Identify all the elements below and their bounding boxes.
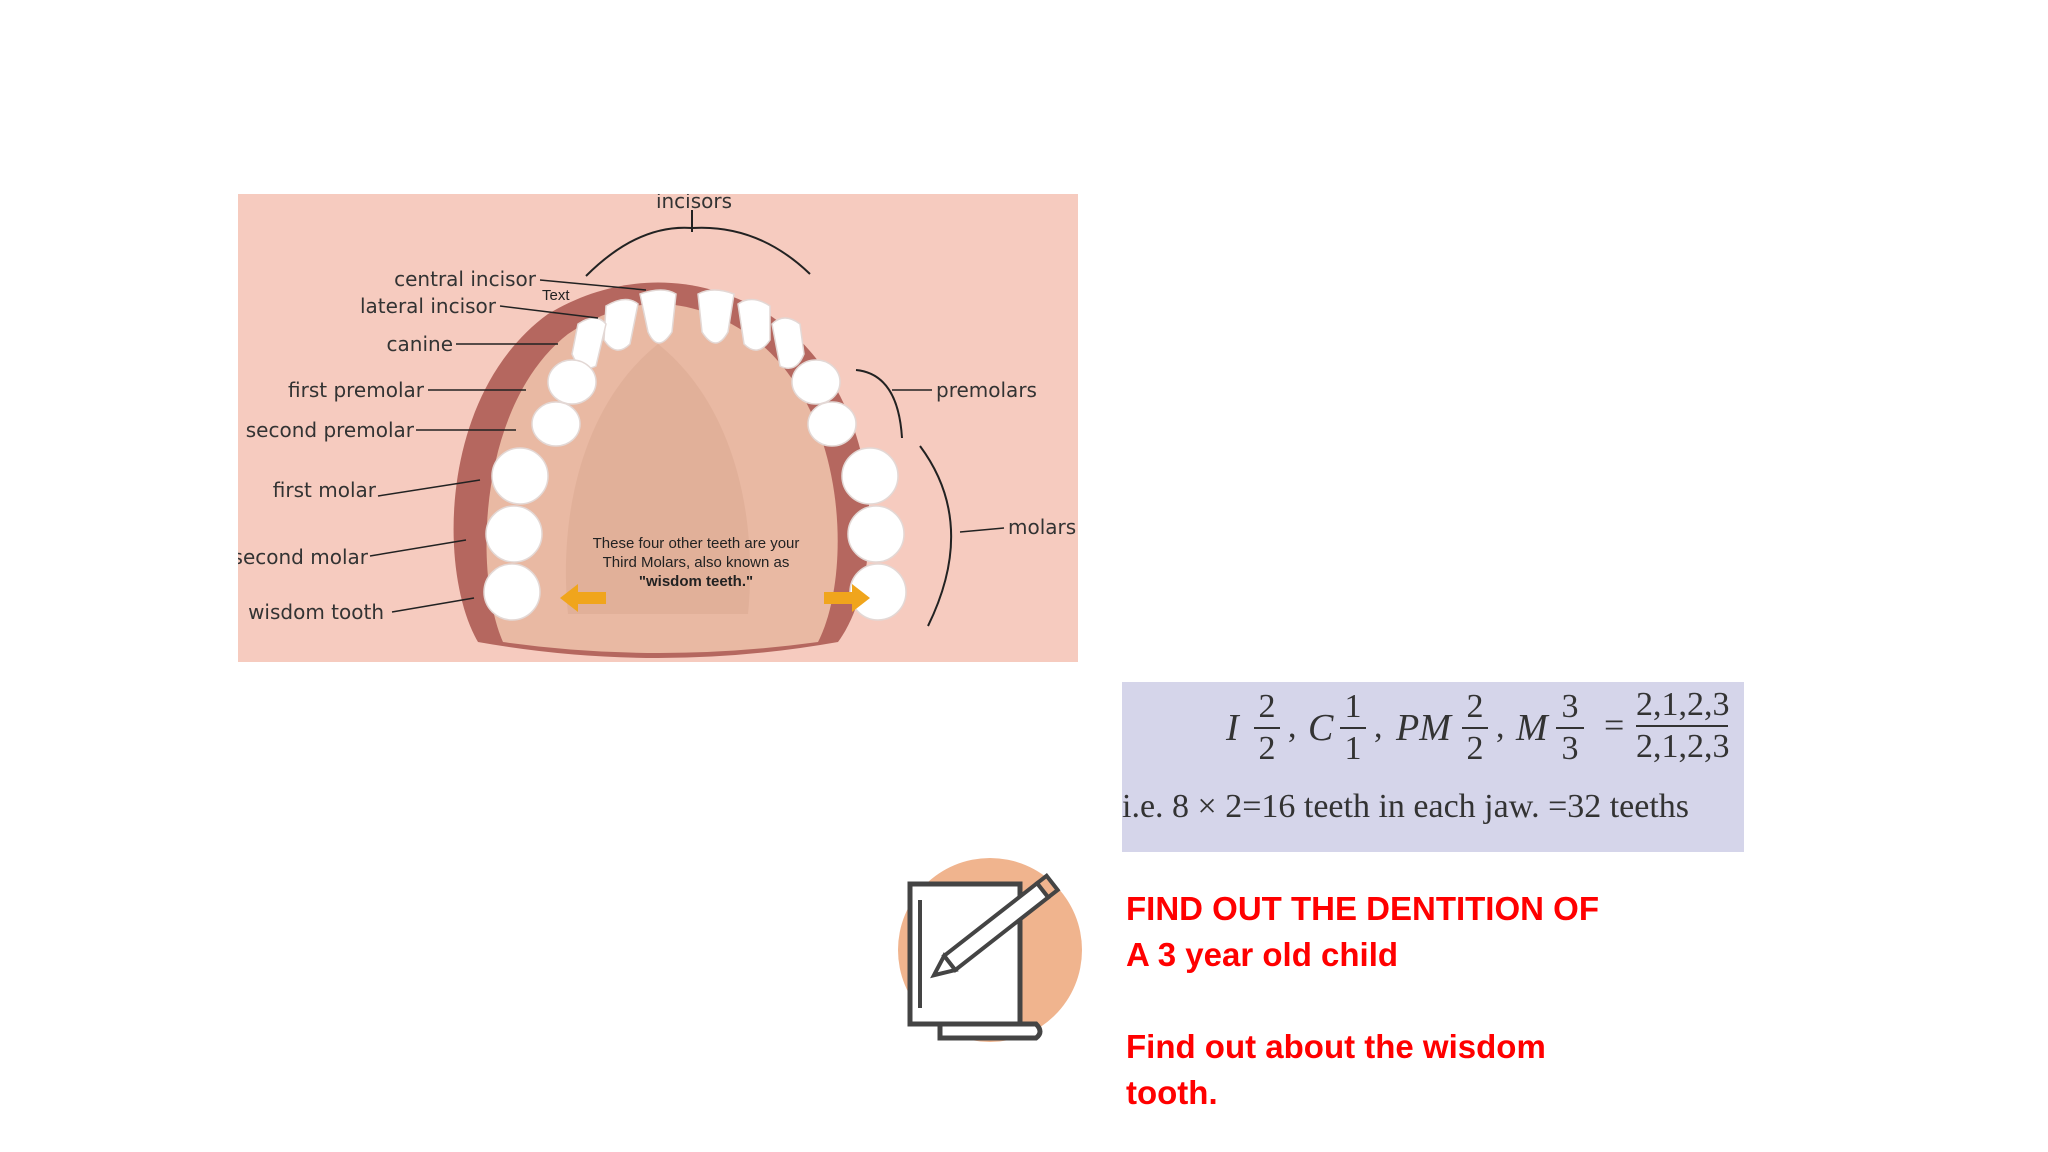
result-numerator: 2,1,2,3	[1636, 686, 1730, 723]
molar-denominator: 3	[1561, 730, 1579, 767]
canine-symbol: C	[1308, 707, 1334, 749]
task-spacer	[1126, 978, 1686, 1024]
first-molar-label: first molar	[273, 478, 377, 502]
premolars-bracket	[855, 369, 903, 439]
caption-line1: These four other teeth are your	[593, 535, 800, 552]
text-placeholder-label: Text	[542, 287, 570, 304]
second-molar-label: second molar	[238, 545, 369, 569]
premolar-numerator: 2	[1466, 688, 1484, 725]
arrow-left	[560, 584, 606, 612]
lateral-incisor-left	[603, 298, 639, 351]
second-premolar-label: second premolar	[246, 418, 415, 442]
caption-line2: Third Molars, also known as	[603, 554, 790, 571]
premolar-fraction: 2 2	[1462, 690, 1488, 766]
dental-formula-box: I 2 2 , C 1 1 , PM 2 2 , M 3 3 = 2,1,2,3…	[1122, 682, 1744, 852]
molar-symbol: M	[1516, 707, 1548, 749]
note-pencil-icon	[896, 848, 1086, 1046]
molar-fraction: 3 3	[1556, 690, 1584, 766]
molar-1-left	[491, 447, 549, 505]
canine-numerator: 1	[1344, 688, 1362, 725]
teeth-diagram: incisors central incisor Text lateral in…	[238, 194, 1078, 662]
task-line-1: FIND OUT THE DENTITION OF	[1126, 890, 1599, 927]
premolar-1-left	[547, 359, 597, 405]
central-incisor-right	[697, 289, 735, 344]
molar-2-right	[847, 505, 905, 563]
premolar-2-left	[531, 401, 581, 447]
comma-1: ,	[1288, 708, 1297, 745]
molar-numerator: 3	[1561, 688, 1579, 725]
teeth-diagram-svg: incisors central incisor Text lateral in…	[238, 194, 1076, 658]
arrow-right	[824, 584, 870, 612]
premolar-1-right	[791, 359, 841, 405]
canine-fraction: 1 1	[1340, 690, 1366, 766]
task-text: FIND OUT THE DENTITION OF A 3 year old c…	[1126, 886, 1686, 1116]
incisor-fraction: 2 2	[1254, 690, 1280, 766]
equals-sign: =	[1604, 705, 1625, 745]
lateral-incisor-label: lateral incisor	[360, 294, 497, 318]
result-fraction: 2,1,2,3 2,1,2,3	[1636, 686, 1730, 765]
task-line-4: tooth.	[1126, 1074, 1218, 1111]
premolar-symbol: PM	[1396, 707, 1451, 749]
incisor-symbol: I	[1226, 707, 1239, 749]
central-incisor-label: central incisor	[394, 267, 537, 291]
incisor-numerator: 2	[1258, 688, 1276, 725]
teeth-group	[483, 289, 907, 621]
comma-3: ,	[1496, 708, 1505, 745]
note-pencil-icon-svg	[898, 858, 1082, 1042]
comma-2: ,	[1374, 708, 1383, 745]
molars-label: molars	[1008, 515, 1076, 539]
premolar-2-right	[807, 401, 857, 447]
central-incisor-left	[639, 289, 677, 344]
task-line-2: A 3 year old child	[1126, 936, 1399, 973]
formula-note: i.e. 8 × 2=16 teeth in each jaw. =32 tee…	[1122, 788, 1690, 825]
lateral-incisor-right	[737, 298, 771, 351]
molars-leader	[959, 527, 1005, 533]
molars-bracket	[919, 445, 953, 627]
wisdom-tooth-label: wisdom tooth	[248, 600, 384, 624]
premolars-label: premolars	[936, 378, 1037, 402]
left-leader-lines	[369, 279, 647, 613]
caption-line3: "wisdom teeth."	[639, 573, 753, 590]
molar-2-left	[485, 505, 543, 563]
canine-denominator: 1	[1344, 730, 1362, 767]
result-denominator: 2,1,2,3	[1636, 728, 1730, 765]
palate-center	[565, 344, 751, 614]
incisors-bracket	[585, 226, 811, 277]
task-line-3: Find out about the wisdom	[1126, 1028, 1546, 1065]
molar-1-right	[841, 447, 899, 505]
first-premolar-label: first premolar	[288, 378, 425, 402]
canine-right	[771, 317, 805, 369]
canine-label: canine	[387, 332, 453, 356]
incisors-label: incisors	[656, 194, 732, 213]
incisor-denominator: 2	[1258, 730, 1276, 767]
wisdom-tooth-left	[483, 563, 541, 621]
premolar-denominator: 2	[1466, 730, 1484, 767]
